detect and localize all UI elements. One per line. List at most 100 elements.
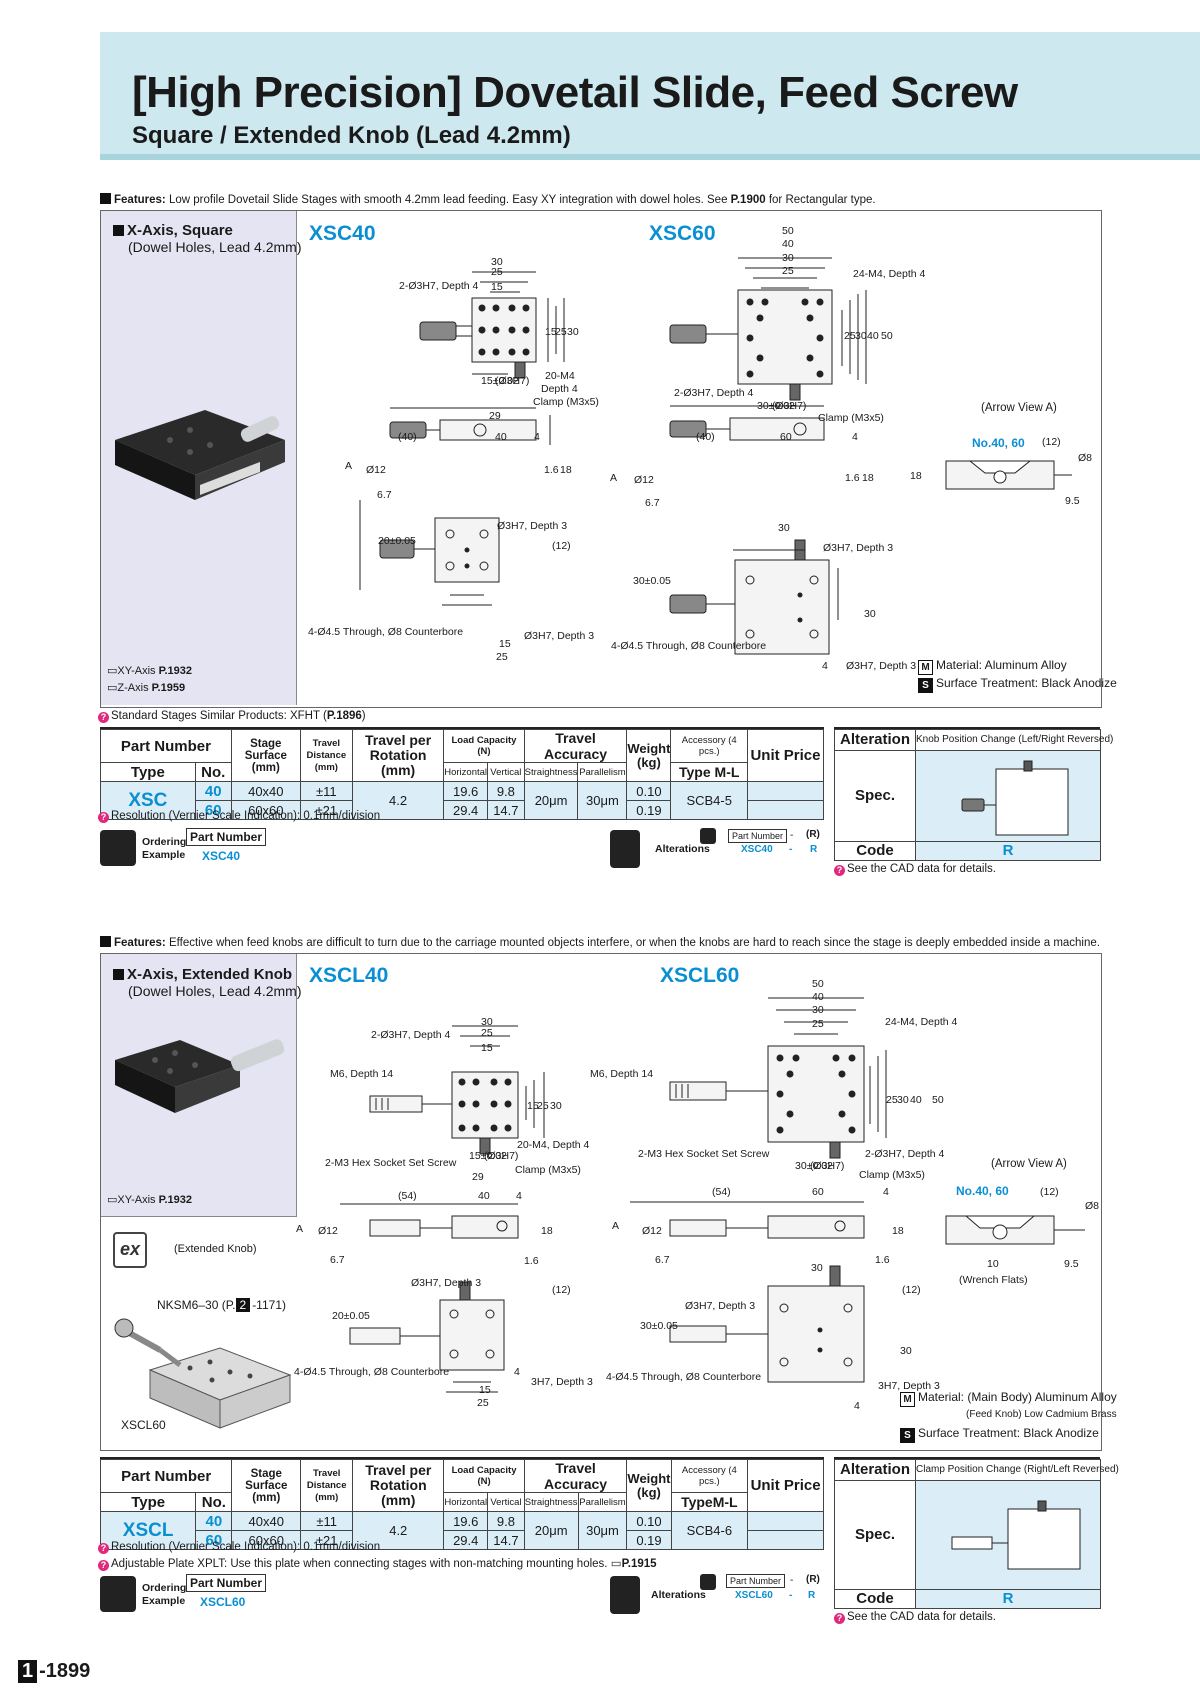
- dim-label: 6.7: [645, 497, 660, 509]
- alt-dash: -: [790, 830, 794, 841]
- z-axis-ref[interactable]: ▭Z-Axis P.1959: [107, 682, 186, 694]
- resolution-note: ?Resolution (Vernier Scale Indication): …: [98, 810, 380, 823]
- col-vertical: Vertical: [487, 762, 525, 782]
- dim-label: A: [296, 1223, 304, 1235]
- col-vertical: Vertical: [487, 1492, 525, 1512]
- dim-label: 3H7, Depth 3: [531, 1376, 593, 1388]
- spec-table-xscl: Part Number Stage Surface(mm) Travel Dis…: [99, 1459, 824, 1550]
- dim-label: 4-Ø4.5 Through, Ø8 Counterbore: [606, 1371, 762, 1383]
- dim-label: 15: [545, 326, 557, 338]
- alteration-table: Alteration Clamp Position Change (Right/…: [834, 1459, 1119, 1609]
- col-rotation: Travel per Rotation (mm): [352, 1459, 445, 1512]
- dim-label: Ø12: [318, 1225, 338, 1237]
- tip-icon: ?: [98, 812, 109, 823]
- dim-label: 29: [489, 410, 501, 422]
- square-bullet-icon: [100, 936, 111, 947]
- features-line: Features: Effective when feed knobs are …: [100, 936, 1100, 949]
- dim-label: (Ø3H7): [810, 1160, 845, 1172]
- dim-label: 15±0.02: [481, 375, 519, 387]
- dim-label: 4: [534, 431, 540, 443]
- col-straightness: Straightness: [523, 762, 579, 782]
- dim-label: 9.5: [1064, 1258, 1079, 1270]
- alt-pn-label: Part Number: [726, 1574, 786, 1588]
- alterations-label: Alterations: [651, 1589, 706, 1601]
- no-cell: 60: [195, 1530, 233, 1550]
- side-subtitle: (Dowel Holes, Lead 4.2mm): [128, 239, 302, 255]
- dim-label: (Ø3H7): [772, 400, 807, 412]
- drawing-xscl60: [630, 997, 887, 1383]
- dim-label: Clamp (M3x5): [515, 1164, 581, 1176]
- weight-cell: 0.10: [626, 781, 672, 801]
- surface-icon: S: [900, 1428, 915, 1443]
- cad-note: ?See the CAD data for details.: [834, 1611, 996, 1624]
- dim-label: 4: [852, 431, 858, 443]
- horizontal-cell: 29.4: [443, 1530, 489, 1550]
- knob-reversed-drawing: [961, 760, 1069, 836]
- type-cell: XSC: [100, 781, 196, 820]
- extended-knob-icon: ex: [113, 1232, 147, 1268]
- dim-label: 2-M3 Hex Socket Set Screw: [325, 1157, 457, 1169]
- col-price: Unit Price: [747, 1459, 824, 1512]
- dim-label: Clamp (M3x5): [818, 412, 884, 424]
- col-part-number: Part Number: [100, 729, 232, 763]
- dim-label: 60: [812, 1186, 824, 1198]
- xy-axis-ref[interactable]: ▭XY-Axis P.1932: [107, 1194, 193, 1206]
- col-price: Unit Price: [746, 729, 825, 782]
- parallelism-cell: 30μm: [577, 781, 628, 820]
- col-straightness: Straightness: [523, 1492, 579, 1512]
- ordering-pn-label: Part Number: [186, 1574, 267, 1592]
- drawing-xsc60: [669, 257, 867, 655]
- alt-pn: XSC40: [741, 844, 773, 855]
- dim-label: 2-Ø3H7, Depth 4: [865, 1148, 945, 1160]
- price-cell: [747, 1511, 824, 1531]
- dim-label: 30: [900, 1345, 912, 1357]
- col-accessory: Accessory (4 pcs.): [670, 1459, 749, 1493]
- stage-cell: 60x60: [231, 1530, 302, 1550]
- dim-label: 25: [537, 1100, 549, 1112]
- dim-label: 30: [811, 1262, 823, 1274]
- alteration-desc: Clamp Position Change (Right/Left Revers…: [916, 1460, 1119, 1481]
- col-no: No.: [195, 1492, 233, 1512]
- col-rotation: Travel per Rotation (mm): [351, 729, 445, 782]
- dim-label: 1.6: [524, 1255, 539, 1267]
- xy-axis-ref[interactable]: ▭XY-Axis P.1932: [107, 665, 193, 677]
- stage-cell: 60x60: [230, 800, 301, 820]
- dim-label: 30: [778, 522, 790, 534]
- dim-label: 50: [782, 225, 794, 237]
- dim-label: 1.6: [875, 1254, 890, 1266]
- rotation-cell: 4.2: [351, 781, 445, 820]
- arrow-view-drawing: [945, 1215, 1085, 1245]
- phone-icon: [700, 828, 716, 844]
- dim-label: 4-Ø4.5 Through, Ø8 Counterbore: [308, 626, 464, 638]
- dim-label: 20±0.05: [332, 1310, 370, 1322]
- dim-label: M6, Depth 14: [590, 1068, 654, 1080]
- ex-label: (Extended Knob): [174, 1243, 257, 1255]
- alteration-title: Alteration: [835, 730, 916, 751]
- dim-label: 4-Ø4.5 Through, Ø8 Counterbore: [294, 1366, 450, 1378]
- dim-label: 15: [499, 638, 511, 650]
- dim-label: (40): [696, 431, 715, 443]
- dim-label: Clamp (M3x5): [533, 396, 599, 408]
- tip-icon: ?: [834, 865, 845, 876]
- dim-label: Ø3H7, Depth 3: [685, 1300, 756, 1312]
- xscl60-photo: [114, 1318, 292, 1429]
- dim-label: 2-M3 Hex Socket Set Screw: [638, 1148, 770, 1160]
- dim-label: 2-Ø3H7, Depth 4: [399, 280, 479, 292]
- material-icon: M: [900, 1392, 915, 1407]
- alteration-spec-image: [916, 1481, 1100, 1590]
- dim-label: 30: [812, 1004, 824, 1016]
- alteration-desc: Knob Position Change (Left/Right Reverse…: [916, 730, 1113, 751]
- dim-label: 4: [822, 660, 828, 672]
- parallelism-cell: 30μm: [577, 1511, 628, 1550]
- code-value: R: [916, 1590, 1100, 1608]
- table-rule: [834, 1457, 1100, 1459]
- tip-icon: ?: [98, 1543, 109, 1554]
- dim-label: Ø3H7, Depth 3: [524, 630, 595, 642]
- header-band: [100, 32, 1200, 160]
- tip-icon: ?: [98, 1560, 109, 1571]
- dim-label: 30: [567, 326, 579, 338]
- tip-icon: ?: [98, 712, 109, 723]
- dim-label: A: [345, 460, 353, 472]
